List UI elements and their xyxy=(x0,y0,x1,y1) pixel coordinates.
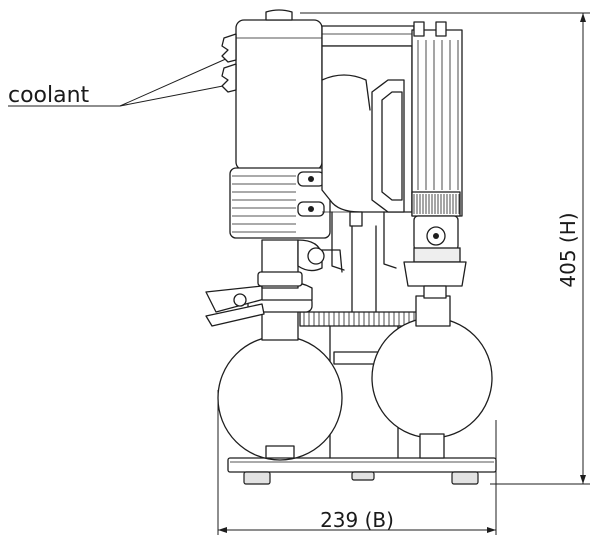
coolant-label: coolant xyxy=(8,83,90,108)
center-housing xyxy=(321,25,415,313)
left-motor xyxy=(229,9,331,239)
base-plate xyxy=(227,457,497,485)
width-dimension: 239 (B) xyxy=(217,390,497,535)
right-column xyxy=(403,21,467,299)
width-label: 239 (B) xyxy=(320,508,394,532)
height-dimension: 405 (H) xyxy=(300,12,590,485)
height-label: 405 (H) xyxy=(556,212,580,287)
coolant-nozzles xyxy=(221,33,237,93)
coolant-callout: coolant xyxy=(8,57,229,108)
left-neck xyxy=(257,239,343,289)
